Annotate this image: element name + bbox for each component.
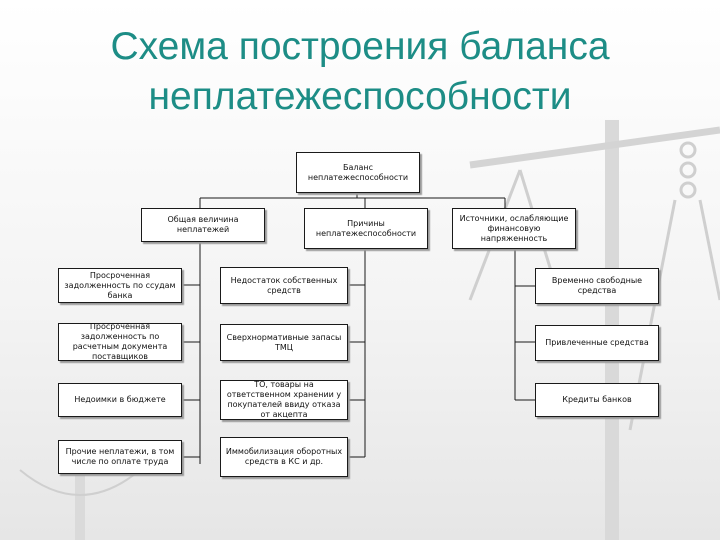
- title-line-2: неплатежеспособности: [148, 75, 572, 118]
- middle-header-box: Причины неплатежеспособности: [304, 208, 428, 249]
- right-item-1: Временно свободные средства: [535, 268, 659, 304]
- root-box: Баланс неплатежеспособности: [296, 152, 420, 193]
- right-header-box: Источники, ослабляющие финансовую напряж…: [452, 208, 576, 249]
- left-header-box: Общая величина неплатежей: [141, 208, 265, 242]
- page-title: Схема построения баланса неплатежеспособ…: [40, 22, 680, 122]
- left-item-3: Недоимки в бюджете: [58, 383, 182, 417]
- middle-item-4: Иммобилизация оборотных средств в КС и д…: [220, 437, 348, 477]
- left-item-4: Прочие неплатежи, в том числе по оплате …: [58, 440, 182, 474]
- title-line-1: Схема построения баланса: [110, 25, 610, 68]
- right-item-2: Привлеченные средства: [535, 325, 659, 361]
- middle-item-2: Сверхнормативные запасы ТМЦ: [220, 324, 348, 361]
- right-item-3: Кредиты банков: [535, 383, 659, 417]
- middle-item-1: Недостаток собственных средств: [220, 267, 348, 304]
- left-item-2: Просроченная задолженность по расчетным …: [58, 322, 182, 361]
- left-item-1: Просроченная задолженность по ссудам бан…: [58, 268, 182, 303]
- middle-item-3: ТО, товары на ответственном хранении у п…: [220, 380, 348, 420]
